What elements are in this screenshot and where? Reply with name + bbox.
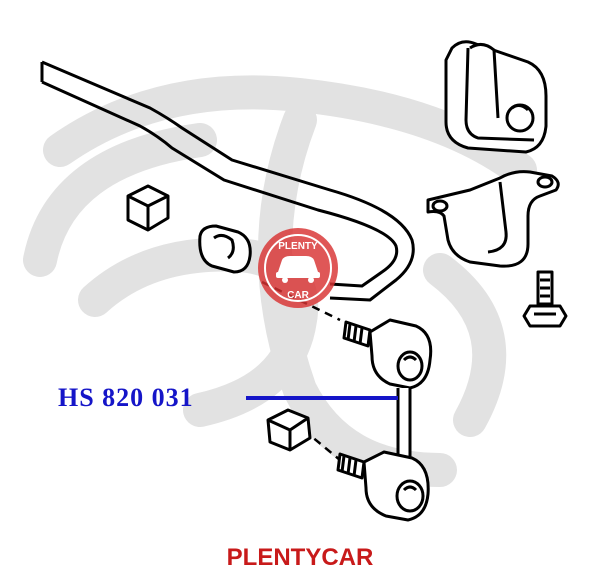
stabilizer-bar: [40, 60, 415, 302]
nut-lower: [266, 408, 312, 452]
nut-upper: [126, 184, 170, 232]
clamp-bracket: [426, 170, 560, 268]
stamp-top-text: PLENTY: [278, 241, 318, 252]
bolt: [522, 270, 568, 328]
brand-caption: PLENTYCAR: [226, 544, 374, 571]
bar-bushing: [198, 224, 252, 274]
stamp-bottom-text: CAR: [287, 290, 309, 301]
part-number-label: HS 820 031: [58, 383, 194, 412]
car-icon: [276, 256, 320, 283]
bushing-bracket: [444, 40, 548, 154]
brand-stamp: PLENTY CAR: [258, 228, 338, 308]
stabilizer-link: [336, 318, 433, 522]
